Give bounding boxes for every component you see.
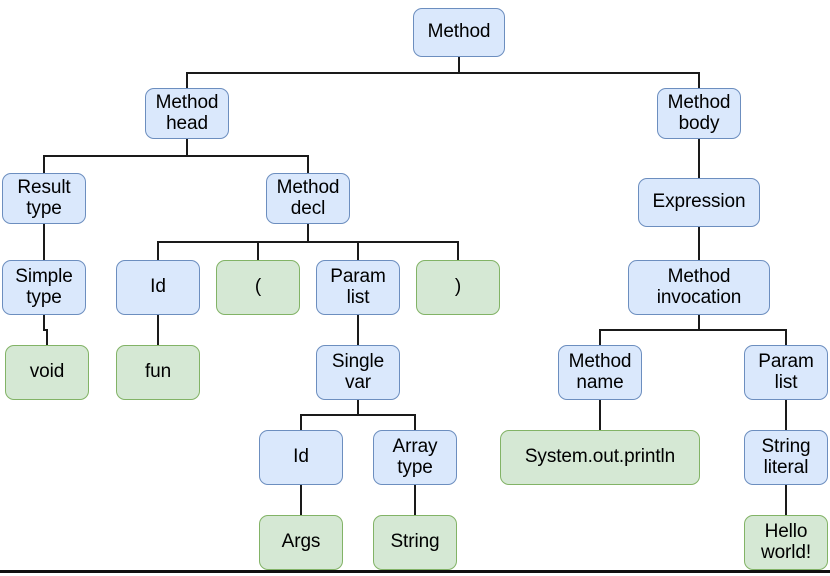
edge-stub-method-decl [307,224,309,242]
edge-drop-id-2 [300,414,302,430]
tree-node-method-decl: Method decl [266,173,350,224]
tree-node-param-list-2: Param list [744,345,828,400]
edge-drop-lparen [257,241,259,260]
tree-node-label: Hello world! [760,520,812,563]
edge-bus-simple-type [43,329,48,331]
tree-node-label: ) [454,276,462,298]
tree-node-label: Method name [568,350,632,393]
tree-node-label: fun [144,361,172,383]
edge-bus-method-head [43,155,309,157]
tree-node-param-list-1: Param list [316,260,400,315]
edge-expression-to-method-invocation [698,227,700,260]
tree-node-label: String [390,531,440,553]
tree-node-void: void [5,345,89,400]
tree-node-array-type: Array type [373,430,457,485]
tree-node-label: Args [281,531,321,553]
bottom-border-rule [0,570,830,573]
tree-node-id-2: Id [259,430,343,485]
tree-node-label: Result type [17,176,71,219]
tree-node-lparen: ( [216,260,300,315]
edge-drop-param-list-2 [785,329,787,345]
tree-node-string: String [373,515,457,570]
edge-drop-id-1 [157,241,159,260]
edge-drop-result-type [43,155,45,173]
tree-node-args: Args [259,515,343,570]
tree-node-simple-type: Simple type [2,260,86,315]
tree-node-method-name: Method name [558,345,642,400]
tree-node-label: Param list [330,265,386,308]
tree-node-method-invocation: Method invocation [628,260,770,315]
tree-node-label: void [29,361,65,383]
edge-drop-void [46,329,48,345]
tree-node-method-head: Method head [145,88,229,139]
tree-node-string-literal: String literal [744,430,828,485]
edge-stub-single-var [357,400,359,415]
edge-drop-method-decl [307,155,309,173]
tree-node-id-1: Id [116,260,200,315]
tree-node-label: Method body [667,91,731,134]
edge-id-1-to-fun [157,315,159,345]
edge-result-type-to-simple-type [43,224,45,260]
tree-node-label: Simple type [15,265,73,308]
tree-node-label: Single var [331,350,385,393]
edge-drop-array-type [414,414,416,430]
tree-node-label: Expression [652,191,746,213]
edge-bus-single-var [300,414,416,416]
edge-method-name-to-system-out-println [599,400,601,430]
tree-node-method-body: Method body [657,88,741,139]
edge-bus-method [186,72,700,74]
tree-node-label: Id [150,276,166,298]
edge-bus-method-invocation [599,329,787,331]
tree-node-system-out-println: System.out.println [500,430,700,485]
tree-node-label: Id [293,446,309,468]
tree-node-label: System.out.println [524,446,676,468]
edge-param-list-2-to-string-literal [785,400,787,430]
edge-array-type-to-string [414,485,416,515]
edge-param-list-1-to-single-var [357,315,359,345]
tree-node-label: Method [427,21,491,43]
tree-node-single-var: Single var [316,345,400,400]
edge-stub-simple-type [43,315,45,330]
tree-node-label: String literal [761,435,811,478]
edge-bus-method-decl [157,241,459,243]
tree-node-hello-world: Hello world! [744,515,828,570]
tree-node-label: Method head [155,91,219,134]
tree-node-fun: fun [116,345,200,400]
edge-drop-method-body [698,72,700,88]
tree-node-label: Param list [758,350,814,393]
tree-node-label: Method invocation [656,265,742,308]
edge-stub-method-invocation [698,315,700,330]
edge-stub-method [458,57,460,73]
tree-node-label: Method decl [276,176,340,219]
tree-node-rparen: ) [416,260,500,315]
edge-drop-param-list-1 [357,241,359,260]
tree-node-method: Method [413,8,505,57]
edge-id-2-to-args [300,485,302,515]
edge-drop-method-head [186,72,188,88]
tree-node-result-type: Result type [2,173,86,224]
edge-drop-rparen [457,241,459,260]
tree-node-label: ( [254,276,262,298]
edge-method-body-to-expression [698,139,700,178]
edge-drop-method-name [599,329,601,345]
tree-node-label: Array type [392,435,438,478]
edge-string-literal-to-hello-world [785,485,787,515]
edge-stub-method-head [186,139,188,156]
tree-node-expression: Expression [638,178,760,227]
